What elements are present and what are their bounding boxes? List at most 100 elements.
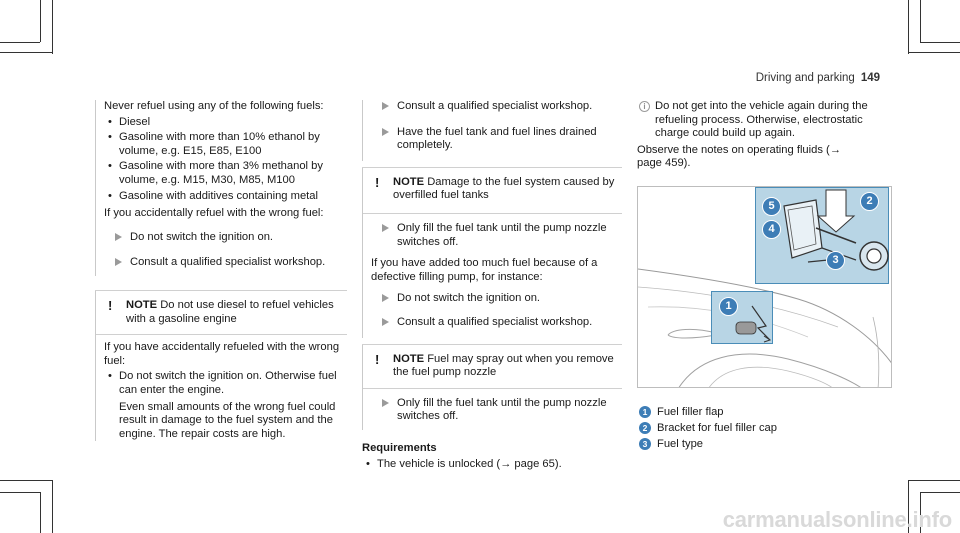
- crop-mark: [920, 492, 960, 493]
- callout-2: 2: [860, 192, 879, 211]
- watermark: carmanualsonline.info: [722, 507, 952, 533]
- note-text: Do not use diesel to refuel vehicles wit…: [126, 298, 334, 325]
- crop-mark: [920, 42, 960, 43]
- step-text: Only fill the fuel tank until the pump n…: [397, 221, 607, 248]
- crop-mark: [920, 492, 921, 533]
- fuel-list: Diesel Gasoline with more than 10% ethan…: [104, 116, 347, 204]
- note-label: NOTE: [393, 352, 425, 365]
- page-header: Driving and parking 149: [756, 72, 880, 86]
- crop-mark: [908, 480, 909, 533]
- crop-mark: [52, 480, 53, 533]
- list-item: Gasoline with more than 3% methanol by v…: [104, 160, 347, 187]
- legend-number: 3: [639, 438, 651, 450]
- list-item: Gasoline with additives containing metal: [104, 190, 347, 204]
- crop-mark: [40, 492, 41, 533]
- note-heading: ! NOTE Damage to the fuel system caused …: [371, 176, 622, 203]
- arrow-icon: [115, 258, 122, 267]
- note-divider: [96, 334, 347, 336]
- legend-item: 2 Bracket for fuel filler cap: [639, 422, 889, 438]
- arrow-icon: [382, 294, 389, 303]
- fuel-flap-release-detail: [711, 291, 773, 344]
- arrow-icon: [115, 232, 122, 241]
- list-item: Even small amounts of the wrong fuel cou…: [119, 400, 336, 440]
- legend-number: 2: [639, 422, 651, 434]
- info-note: i Do not get into the vehicle again duri…: [637, 100, 892, 141]
- note-list: Do not switch the ignition on. Otherwise…: [104, 370, 347, 441]
- callout-1: 1: [719, 297, 738, 316]
- fuel-flap-detail-drawing: [783, 189, 889, 271]
- warning-icon: !: [108, 297, 113, 313]
- list-item: Diesel: [104, 116, 347, 130]
- arrow-icon: [382, 317, 389, 326]
- step: Only fill the fuel tank until the pump n…: [371, 222, 622, 249]
- fuel-warning-block: Never refuel using any of the following …: [95, 100, 347, 276]
- section-title: Driving and parking: [755, 72, 855, 84]
- step: Consult a qualified specialist workshop.: [104, 256, 347, 270]
- note-text: Damage to the fuel system caused by over…: [393, 175, 615, 202]
- note-divider: [362, 343, 622, 345]
- legend-label: Fuel type: [657, 438, 704, 450]
- callout-3: 3: [826, 251, 845, 270]
- figure-legend: 1 Fuel filler flap 2 Bracket for fuel fill…: [639, 406, 889, 454]
- callout-5: 5: [762, 197, 781, 216]
- note-block: ! NOTE Do not use diesel to refuel vehic…: [95, 290, 347, 442]
- note-block: ! NOTE Fuel may spray out when you remov…: [362, 344, 622, 430]
- note-divider: [363, 387, 622, 389]
- callout-4: 4: [762, 220, 781, 239]
- note-divider: [362, 166, 622, 168]
- crop-mark: [908, 0, 909, 54]
- warning-icon: !: [375, 174, 380, 190]
- note-divider: [363, 212, 622, 214]
- fuel-intro: Never refuel using any of the following …: [104, 100, 324, 112]
- step-text: Consult a qualified specialist workshop.: [130, 256, 326, 269]
- crop-mark: [908, 52, 960, 53]
- note-block: ! NOTE Damage to the fuel system caused …: [362, 167, 622, 338]
- arrow-icon: [382, 398, 389, 407]
- step: Do not switch the ignition on.: [104, 231, 347, 245]
- steps-block: Consult a qualified specialist workshop.…: [362, 100, 622, 161]
- crop-mark: [0, 492, 40, 493]
- crop-mark: [52, 0, 53, 54]
- list-item: The vehicle is unlocked (→ page 65).: [362, 458, 622, 472]
- list-item: Gasoline with more than 10% ethanol by v…: [104, 131, 347, 158]
- note-label: NOTE: [126, 298, 158, 311]
- requirements-heading: Requirements: [362, 441, 437, 454]
- requirements-list: The vehicle is unlocked (→ page 65).: [362, 458, 622, 472]
- step: Only fill the fuel tank until the pump n…: [371, 397, 622, 424]
- info-text: Do not get into the vehicle again during…: [655, 100, 868, 140]
- step-text: Do not switch the ignition on.: [397, 292, 541, 305]
- legend-item: 1 Fuel filler flap: [639, 406, 889, 422]
- crop-mark: [40, 0, 41, 42]
- note-heading: ! NOTE Do not use diesel to refuel vehic…: [104, 299, 347, 326]
- step-text: Consult a qualified specialist workshop.: [397, 315, 593, 328]
- legend-label: Bracket for fuel filler cap: [657, 422, 778, 434]
- note-body: If you have added too much fuel because …: [371, 257, 598, 283]
- crop-mark: [0, 52, 52, 53]
- column-3: i Do not get into the vehicle again duri…: [637, 100, 892, 171]
- step: Consult a qualified specialist workshop.: [371, 100, 622, 114]
- crop-mark: [0, 42, 40, 43]
- legend-label: Fuel filler flap: [657, 406, 724, 418]
- page-number: 149: [860, 72, 880, 84]
- crop-mark: [920, 0, 921, 42]
- note-label: NOTE: [393, 175, 425, 188]
- step-text: Do not switch the ignition on.: [130, 230, 274, 243]
- step: Have the fuel tank and fuel lines draine…: [371, 126, 622, 153]
- list-item: Do not switch the ignition on. Otherwise…: [104, 370, 347, 397]
- step-text: Have the fuel tank and fuel lines draine…: [397, 125, 597, 152]
- note-heading: ! NOTE Fuel may spray out when you remov…: [371, 351, 622, 380]
- fuel-flap-press-drawing: [735, 305, 772, 343]
- step-text: Only fill the fuel tank until the pump n…: [397, 396, 607, 423]
- note-body: If you have accidentally refueled with t…: [104, 341, 340, 367]
- step-text: Consult a qualified specialist workshop.: [397, 100, 593, 112]
- column-2: Consult a qualified specialist workshop.…: [362, 100, 622, 471]
- legend-item: 3 Fuel type: [639, 438, 889, 454]
- step: Consult a qualified specialist workshop.: [371, 316, 622, 330]
- arrow-icon: [382, 223, 389, 232]
- note-divider: [95, 289, 347, 291]
- crop-mark: [908, 480, 960, 481]
- note-text: Fuel may spray out when you remove the f…: [393, 352, 614, 379]
- step: Do not switch the ignition on.: [371, 292, 622, 306]
- legend-number: 1: [639, 406, 651, 418]
- warning-icon: !: [375, 351, 380, 367]
